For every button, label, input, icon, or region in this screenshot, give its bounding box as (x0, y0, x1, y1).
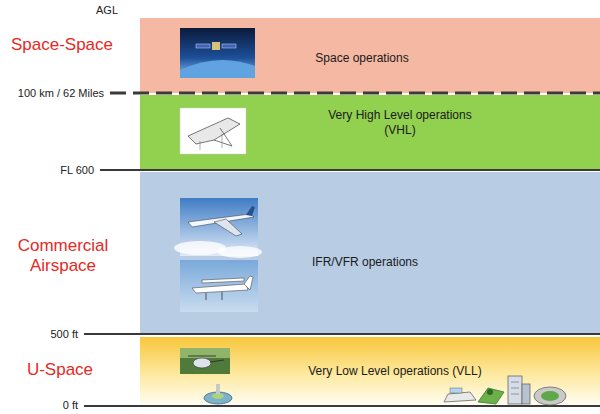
boundary-line (84, 333, 600, 335)
spaceplane-picture (180, 108, 246, 154)
airspace-band: Very High Level operations (VHL) (140, 95, 600, 169)
roundabout-icon (204, 384, 232, 404)
airspace-band: Space operations (140, 18, 600, 93)
vehicle-icon (444, 388, 476, 402)
altitude-value: 500 ft (48, 328, 80, 341)
vll-band (140, 337, 600, 405)
airspace-band: IFR/VFR operations (140, 172, 600, 333)
satellite-picture (180, 28, 255, 78)
airspace-name: U-Space (27, 360, 93, 380)
band-label: IFR/VFR operations (255, 255, 475, 270)
band-label: Very Low Level operations (VLL) (308, 364, 483, 379)
boundary-line (84, 405, 600, 407)
altitude-reference: AGL (94, 4, 120, 17)
airspace-band: Very Low Level operations (VLL) (140, 337, 600, 405)
boundary-line (110, 92, 600, 95)
airspace-name: Commercial Airspace (3, 236, 123, 275)
airspace-name: Space-Space (11, 35, 113, 55)
park-icon (478, 388, 504, 404)
band-label: Very High Level operations (VHL) (313, 108, 488, 138)
band-label: Space operations (262, 51, 462, 66)
light-aircraft-picture (180, 260, 258, 312)
space-band (140, 18, 600, 93)
commercial-band (140, 172, 600, 333)
altitude-value: 0 ft (61, 399, 80, 412)
building-icon (508, 376, 530, 404)
helicopter-picture (180, 348, 230, 374)
boundary-line (100, 169, 600, 171)
altitude-value: FL 600 (58, 164, 96, 177)
vhl-band (140, 95, 600, 169)
stadium-icon (534, 387, 566, 405)
altitude-value: 100 km / 62 Miles (16, 87, 106, 100)
airliner-picture (174, 198, 262, 258)
